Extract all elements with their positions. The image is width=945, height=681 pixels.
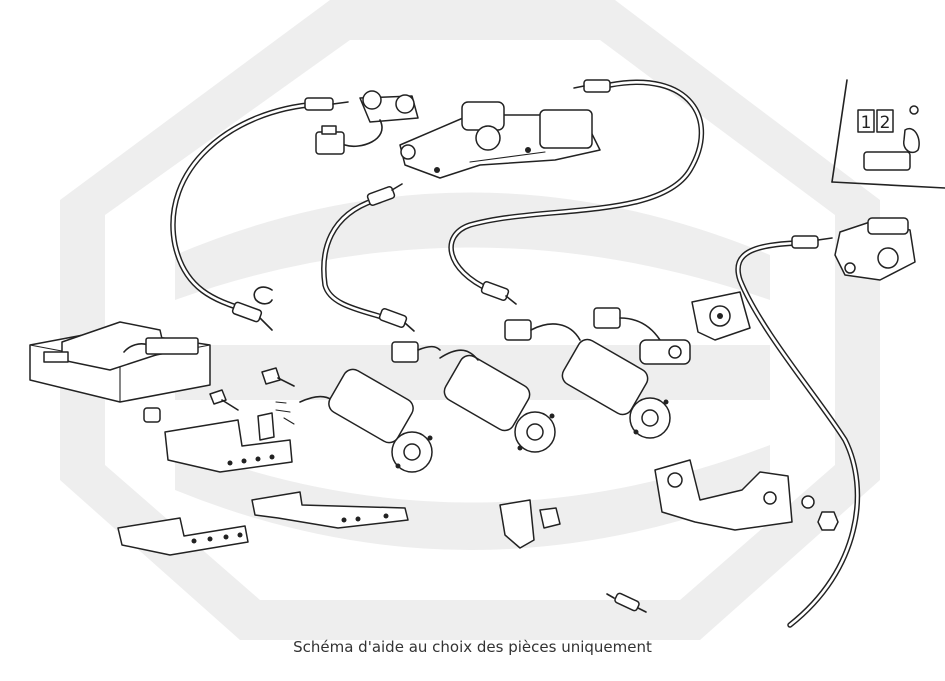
mounting-brackets — [117, 419, 793, 556]
seat-motor-3 — [504, 307, 691, 439]
cable-long-right — [735, 235, 861, 628]
cable-left — [170, 97, 349, 331]
caption: Schéma d'aide au choix des pièces unique… — [293, 638, 652, 656]
circlip — [253, 286, 273, 305]
switch-digit-1: 1 — [861, 113, 872, 133]
switch-digit-2: 2 — [880, 113, 891, 133]
gear-unit-middle-right — [691, 291, 751, 341]
switch-panel — [831, 79, 945, 189]
cable-end-bottom — [606, 592, 647, 613]
top-actuator-assembly — [315, 90, 601, 179]
seat-motor-2 — [391, 341, 556, 453]
control-unit — [29, 321, 211, 403]
cable-right — [448, 79, 705, 305]
cable-middle — [321, 183, 415, 332]
gear-unit-top-right — [834, 217, 916, 281]
fastener-group — [143, 367, 839, 531]
seat-motor-1 — [299, 368, 433, 473]
